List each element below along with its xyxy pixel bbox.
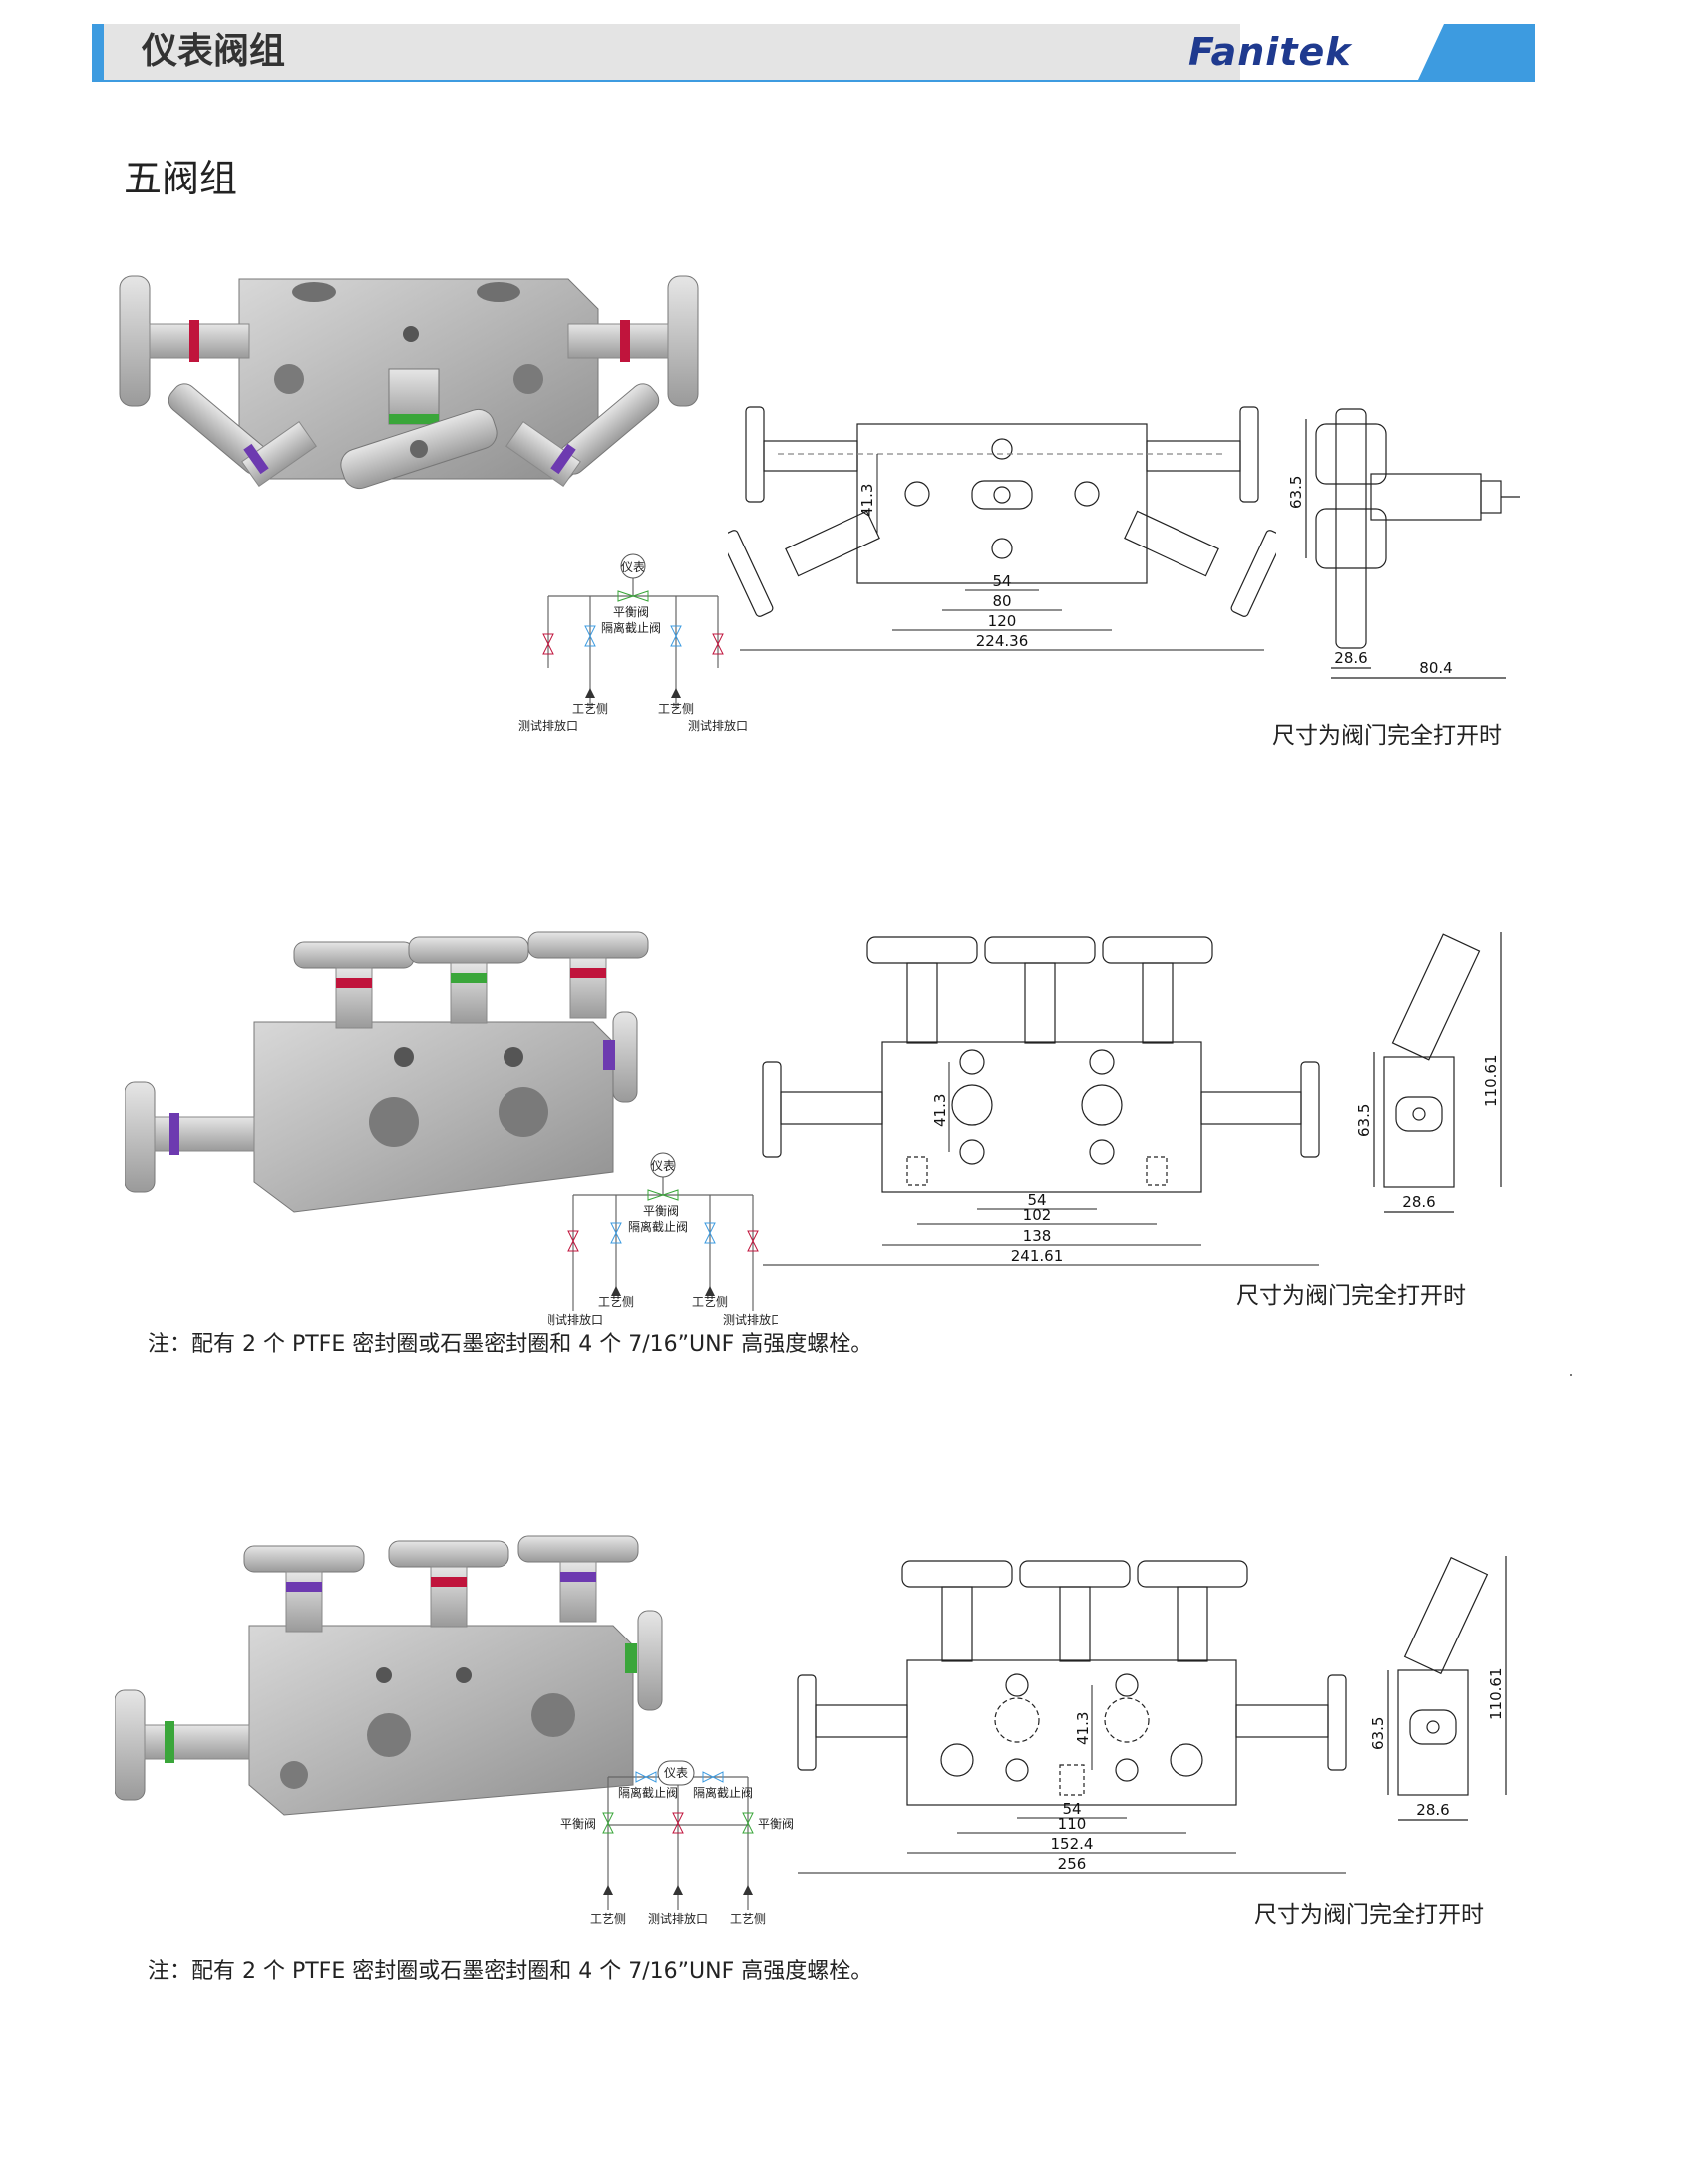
product-2-caption: 尺寸为阀门完全打开时 xyxy=(1236,1283,1466,1309)
schematic-3-label-balance-left: 平衡阀 xyxy=(560,1817,596,1831)
product-1-side-drawing: 63.5 28.6 80.4 xyxy=(1287,408,1520,679)
schematic-3-label-process-left: 工艺侧 xyxy=(590,1912,626,1926)
product-2-photo xyxy=(125,931,649,1213)
header-rule xyxy=(92,80,1535,82)
product-3-side-drawing: 110.61 63.5 28.6 xyxy=(1369,1556,1507,1821)
product-3-schematic: 仪表 隔离截止阀 隔离截止阀 平衡阀 平衡阀 工艺侧 测试排放口 工艺侧 xyxy=(560,1760,794,1926)
dim-3-2: 152.4 xyxy=(1051,1835,1094,1853)
dim-2-7: 110.61 xyxy=(1482,1055,1500,1108)
dim-3-3: 256 xyxy=(1058,1855,1087,1873)
dim-1-1: 80 xyxy=(992,592,1011,610)
product-2-front-drawing: 54 102 138 241.61 41.3 xyxy=(762,936,1320,1266)
brand-logo: Fanitek xyxy=(1188,30,1352,74)
schematic-2-label-drain-left: 测试排放口 xyxy=(548,1312,603,1327)
dim-1-3: 224.36 xyxy=(976,632,1029,650)
dim-2-6: 28.6 xyxy=(1402,1193,1435,1211)
schematic-2-label-balance: 平衡阀 xyxy=(643,1204,679,1218)
schematic-2-label-drain-right: 测试排放口 xyxy=(723,1312,778,1327)
schematic-label-drain-right: 测试排放口 xyxy=(688,718,748,733)
dim-1-7: 80.4 xyxy=(1419,659,1452,677)
product-1-front-drawing: 54 80 120 224.36 41.3 xyxy=(728,406,1276,651)
dim-2-5: 63.5 xyxy=(1355,1104,1373,1137)
schematic-label-drain-left: 测试排放口 xyxy=(518,718,578,733)
schematic-2-label-instrument: 仪表 xyxy=(651,1159,675,1173)
dim-2-3: 241.61 xyxy=(1011,1247,1064,1265)
schematic-3-label-drain: 测试排放口 xyxy=(648,1911,708,1926)
dim-1-2: 120 xyxy=(988,612,1017,630)
section-title: 五阀组 xyxy=(124,157,238,200)
schematic-2-label-isolation: 隔离截止阀 xyxy=(628,1219,688,1234)
dim-2-0: 54 xyxy=(1027,1191,1046,1209)
stray-dot xyxy=(1570,1374,1572,1376)
header-title: 仪表阀组 xyxy=(142,31,286,72)
schematic-label-process-right: 工艺侧 xyxy=(658,702,694,716)
schematic-2-label-process-right: 工艺侧 xyxy=(692,1295,728,1309)
header-accent-bar xyxy=(92,24,104,80)
schematic-label-balance: 平衡阀 xyxy=(613,605,649,619)
dim-3-5: 63.5 xyxy=(1369,1717,1387,1750)
dim-1-6: 28.6 xyxy=(1334,649,1367,667)
product-3-front-drawing: 54 110 152.4 256 41.3 xyxy=(797,1560,1347,1874)
product-2-note: 注：配有 2 个 PTFE 密封圈或石墨密封圈和 4 个 7/16”UNF 高强… xyxy=(148,1332,873,1357)
dim-3-4: 41.3 xyxy=(1074,1712,1092,1745)
dim-3-0: 54 xyxy=(1062,1800,1081,1818)
schematic-label-isolation: 隔离截止阀 xyxy=(601,620,661,635)
dim-1-4: 41.3 xyxy=(858,484,876,517)
schematic-3-label-instrument: 仪表 xyxy=(664,1766,688,1780)
product-3-photo xyxy=(115,1535,663,1816)
product-2-schematic: 仪表 平衡阀 隔离截止阀 工艺侧 工艺侧 测试排放口 测试排放口 xyxy=(548,1152,778,1327)
product-2-side-drawing: 110.61 63.5 28.6 xyxy=(1355,932,1502,1213)
dim-3-1: 110 xyxy=(1058,1815,1087,1833)
header-slant-shape xyxy=(1418,24,1444,80)
schematic-2-label-process-left: 工艺侧 xyxy=(598,1295,634,1309)
schematic-label-process-left: 工艺侧 xyxy=(572,702,608,716)
schematic-3-label-balance-right: 平衡阀 xyxy=(758,1817,794,1831)
dim-2-2: 138 xyxy=(1023,1227,1052,1245)
product-3-caption: 尺寸为阀门完全打开时 xyxy=(1254,1902,1484,1928)
product-3-note: 注：配有 2 个 PTFE 密封圈或石墨密封圈和 4 个 7/16”UNF 高强… xyxy=(148,1959,873,1984)
dim-1-5: 63.5 xyxy=(1287,476,1305,509)
schematic-3-label-isolation-right: 隔离截止阀 xyxy=(693,1785,753,1800)
dim-2-1: 102 xyxy=(1023,1206,1052,1224)
page-header: 仪表阀组 Fanitek xyxy=(92,24,1535,82)
schematic-3-label-isolation-left: 隔离截止阀 xyxy=(618,1785,678,1800)
handle-color-band xyxy=(189,320,199,362)
dim-2-4: 41.3 xyxy=(931,1094,949,1127)
dim-3-7: 110.61 xyxy=(1487,1668,1505,1721)
schematic-3-label-process-right: 工艺侧 xyxy=(730,1912,766,1926)
dim-3-6: 28.6 xyxy=(1416,1801,1449,1819)
product-1-photo xyxy=(119,275,699,490)
header-background xyxy=(92,24,1240,80)
header-blue-block xyxy=(1444,24,1535,80)
schematic-label-instrument: 仪表 xyxy=(621,560,645,574)
product-1-caption: 尺寸为阀门完全打开时 xyxy=(1272,723,1502,749)
dim-1-0: 54 xyxy=(992,572,1011,590)
product-1-schematic: 仪表 平衡阀 隔离截止阀 工艺侧 工艺侧 测试排放口 测试排放口 xyxy=(518,553,748,733)
